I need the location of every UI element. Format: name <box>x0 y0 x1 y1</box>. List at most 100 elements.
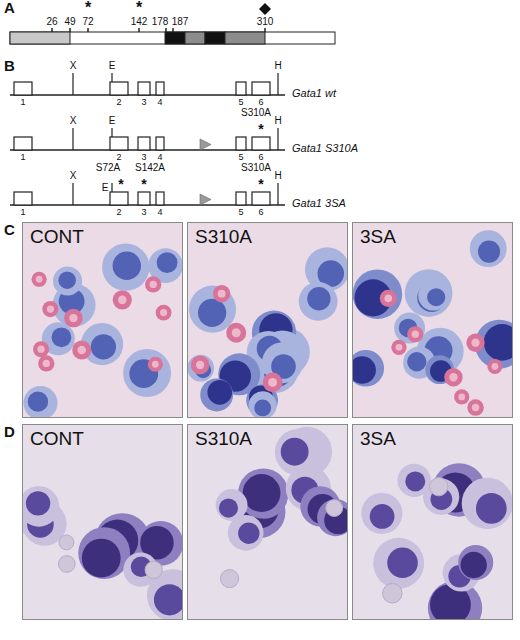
cell-cytoplasm <box>405 269 453 317</box>
cell-nucleus <box>352 356 376 383</box>
exon-box <box>156 137 164 150</box>
cell-nucleus <box>28 391 48 411</box>
micrograph-image <box>352 222 513 418</box>
cell-nucleus <box>91 334 116 359</box>
mutation-asterisk: * <box>141 177 146 191</box>
red-blood-cell-center <box>396 344 403 351</box>
exon-box <box>14 137 32 150</box>
loxp-triangle <box>200 194 211 205</box>
residue-tick <box>264 28 266 32</box>
red-blood-cell-center <box>492 363 499 370</box>
red-blood-cell-center <box>196 361 204 369</box>
cell-nucleus <box>387 547 418 578</box>
red-blood-cell <box>145 561 162 578</box>
exon-number: 5 <box>238 153 243 162</box>
exon-number: 1 <box>20 153 25 162</box>
red-blood-cell <box>263 373 283 393</box>
cell-cytoplasm <box>458 545 493 580</box>
micrograph-panel: S310A <box>187 424 348 620</box>
red-blood-cell <box>32 272 47 287</box>
cell-cytoplasm <box>102 243 149 290</box>
cell-cytoplasm <box>249 391 277 418</box>
cell-cytoplasm <box>299 282 338 321</box>
red-blood-cell <box>430 477 448 495</box>
red-blood-cell <box>59 535 74 550</box>
cell-nucleus <box>281 438 309 466</box>
cell-nucleus <box>198 299 226 327</box>
residue-number: 72 <box>82 17 93 27</box>
restriction-site-letter: X <box>70 61 77 71</box>
panel-condition-label: S310A <box>192 429 255 450</box>
micrograph-panel: 3SA <box>352 222 513 418</box>
cell-nucleus <box>157 252 178 273</box>
loxp-triangle <box>200 139 211 150</box>
micrograph-ground <box>352 222 513 418</box>
red-blood-cell <box>64 309 83 328</box>
restriction-site-letter: E <box>109 61 116 71</box>
exon-number: 1 <box>20 208 25 217</box>
cell-nucleus <box>254 399 271 416</box>
residue-tick <box>165 28 167 32</box>
exon-box <box>252 82 270 95</box>
exon-box <box>156 82 164 95</box>
exon-box <box>138 137 150 150</box>
red-blood-cell-center <box>47 305 54 312</box>
exon-box <box>110 137 128 150</box>
cell-nucleus <box>129 359 158 388</box>
red-blood-cell <box>226 323 246 343</box>
cell-nucleus <box>405 471 425 491</box>
cell-nucleus <box>484 324 513 361</box>
exon-box <box>156 192 164 205</box>
cell-cytoplasm <box>200 379 233 412</box>
residue-number: 142 <box>131 17 148 27</box>
exon-box <box>236 137 246 150</box>
exon-box <box>236 192 246 205</box>
cell-cytoplasm <box>353 269 403 319</box>
red-blood-cell-center <box>218 290 226 298</box>
red-blood-cell-center <box>232 328 241 337</box>
cell-nucleus <box>476 493 507 524</box>
phosphosite-asterisk: * <box>136 0 142 16</box>
panel-condition-label: CONT <box>27 227 87 248</box>
red-blood-cell-center <box>268 378 277 387</box>
red-blood-cell <box>466 334 484 352</box>
micrograph-image <box>352 424 513 620</box>
diamond-marker <box>259 3 271 15</box>
exon-box <box>110 82 128 95</box>
red-blood-cell <box>326 500 343 517</box>
cell-cytoplasm <box>352 350 384 387</box>
protein-domain <box>10 32 70 44</box>
mutation-label: S72A <box>96 163 120 173</box>
residue-number: 310 <box>257 17 274 27</box>
cell-nucleus <box>207 380 232 405</box>
cell-nucleus <box>370 504 395 529</box>
red-blood-cell-center <box>471 339 479 347</box>
red-blood-cell-center <box>449 373 457 381</box>
red-blood-cell-center <box>36 276 43 283</box>
exon-number: 4 <box>157 98 162 107</box>
red-blood-cell-center <box>412 331 419 338</box>
cell-nucleus <box>52 327 72 347</box>
cell-cytoplasm <box>189 286 236 333</box>
exon-box <box>14 82 32 95</box>
red-blood-cell <box>391 340 406 355</box>
exon-box <box>14 192 32 205</box>
cell-nucleus <box>407 352 426 371</box>
restriction-site-tick <box>72 128 73 150</box>
red-blood-cell <box>454 389 469 404</box>
exon-number: 2 <box>116 208 121 217</box>
exon-number: 2 <box>116 153 121 162</box>
cell-cytoplasm <box>317 499 348 536</box>
cell-cytoplasm <box>470 230 507 267</box>
cell-nucleus <box>219 499 238 518</box>
red-blood-cell <box>407 326 423 342</box>
residue-tick <box>69 28 71 32</box>
red-blood-cell-center <box>160 309 167 316</box>
micrograph-panel: S310A <box>187 222 348 418</box>
red-blood-cell <box>148 357 163 372</box>
cell-nucleus <box>82 539 121 578</box>
residue-number: 178 <box>152 17 169 27</box>
residue-number: 187 <box>172 17 189 27</box>
red-blood-cell-center <box>118 296 127 305</box>
cell-nucleus <box>154 584 183 615</box>
